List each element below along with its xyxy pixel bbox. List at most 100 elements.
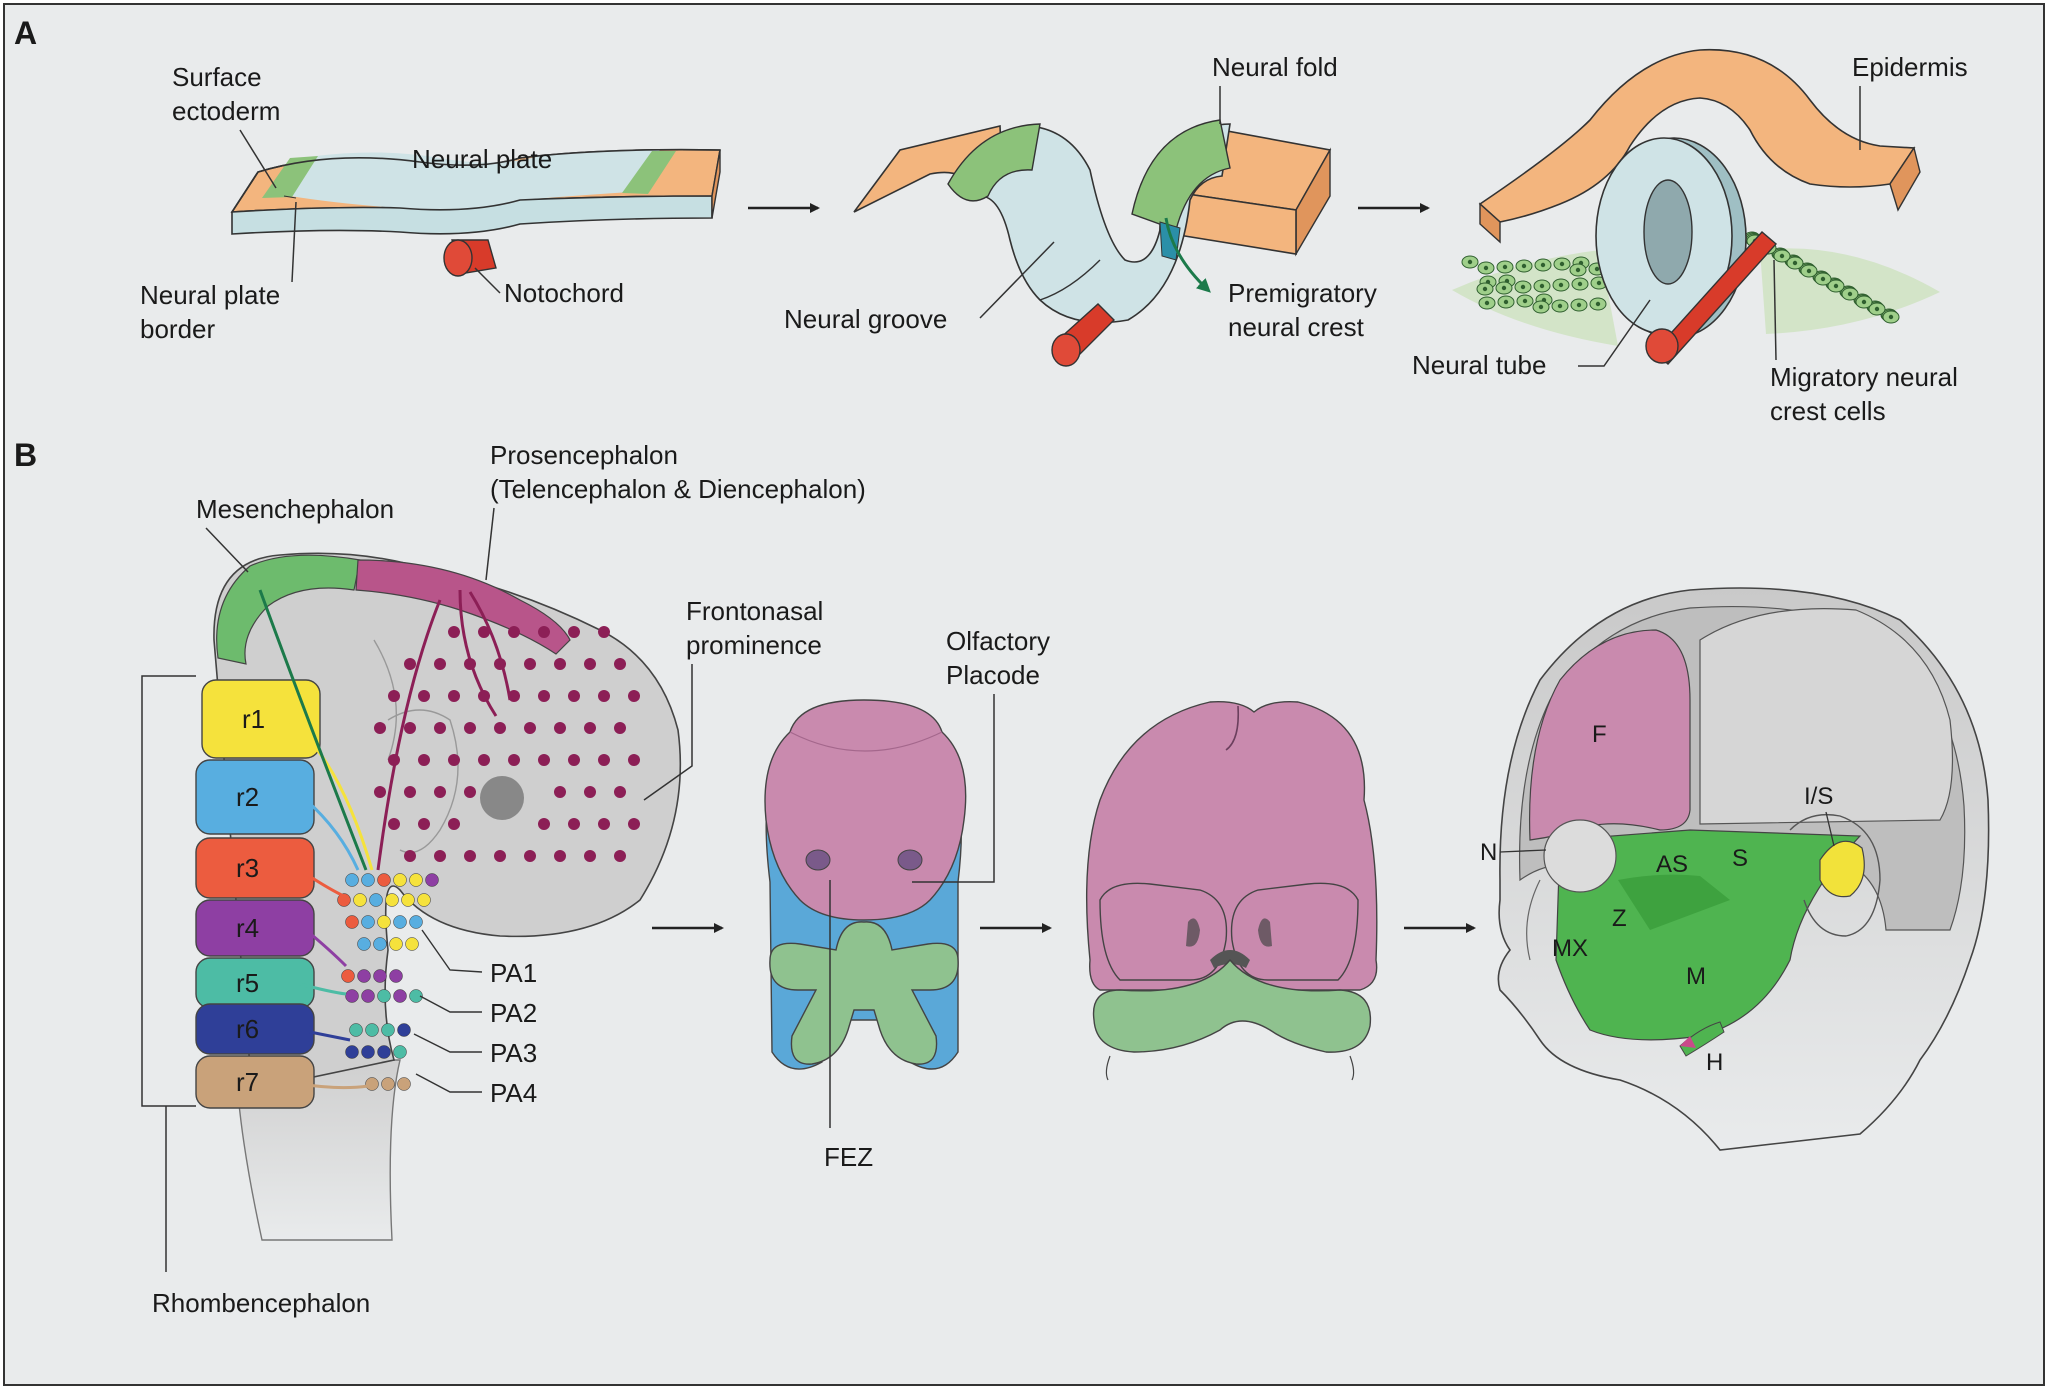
migration-arrows bbox=[258, 589, 512, 1090]
hyoid bbox=[1679, 1021, 1725, 1057]
leader-olfactory bbox=[912, 694, 995, 883]
arch-cell bbox=[405, 937, 419, 951]
prosencephalon-cell bbox=[404, 722, 416, 734]
later-face bbox=[1085, 701, 1378, 1081]
arch-cell bbox=[365, 1077, 379, 1091]
prosencephalon-cell bbox=[448, 754, 460, 766]
prosencephalon-cell bbox=[584, 786, 596, 798]
prosencephalon-cell bbox=[434, 658, 446, 670]
rhombomere-label-r6: r6 bbox=[236, 1014, 259, 1044]
migration-arrow bbox=[258, 589, 368, 871]
migratory-cells-left bbox=[1461, 255, 1608, 314]
arch-cell bbox=[409, 989, 423, 1003]
neural-tube-stage bbox=[1452, 48, 1940, 365]
arch-cell bbox=[401, 893, 415, 907]
arch-cell bbox=[425, 873, 439, 887]
migration-arrow bbox=[458, 589, 498, 717]
label-fez: FEZ bbox=[824, 1142, 873, 1172]
prosencephalon-cell bbox=[584, 850, 596, 862]
prosencephalon-cell bbox=[554, 850, 566, 862]
prosencephalon-cell bbox=[554, 786, 566, 798]
early-face-mandibular bbox=[769, 921, 959, 1065]
prosencephalon-cell bbox=[554, 658, 566, 670]
skull-label-mx: MX bbox=[1552, 935, 1588, 962]
prosencephalon-cell bbox=[628, 754, 640, 766]
skull-label-as: AS bbox=[1656, 851, 1688, 878]
arch-cell bbox=[393, 1045, 407, 1059]
label-neural-plate: Neural plate bbox=[412, 144, 552, 174]
arch-cell bbox=[393, 989, 407, 1003]
skull-label-is: I/S bbox=[1804, 783, 1833, 810]
prosencephalon-cell bbox=[568, 690, 580, 702]
rhombomere-label-r4: r4 bbox=[236, 913, 259, 943]
rhombomere-r4 bbox=[195, 899, 315, 957]
neural-plate-surface bbox=[290, 149, 660, 210]
label-rhombencephalon: Rhombencephalon bbox=[152, 1288, 370, 1318]
leader-surface-ectoderm bbox=[239, 129, 277, 189]
prosencephalon-cell bbox=[584, 722, 596, 734]
prosencephalon-cell bbox=[404, 786, 416, 798]
leader-mesenchephalon bbox=[205, 527, 249, 573]
prosencephalon-cell bbox=[568, 818, 580, 830]
arch-cell bbox=[341, 969, 355, 983]
notochord-a1 bbox=[443, 239, 497, 277]
prosencephalon-cell bbox=[404, 658, 416, 670]
prosencephalon-cell bbox=[478, 754, 490, 766]
prosencephalon-cell bbox=[554, 722, 566, 734]
arch-cell bbox=[393, 915, 407, 929]
arch-cell bbox=[345, 1045, 359, 1059]
label-pa4: PA4 bbox=[490, 1078, 537, 1108]
prosencephalon-cell bbox=[524, 722, 536, 734]
prosencephalon-cell bbox=[598, 818, 610, 830]
arch-labels: PA1 PA2 PA3 PA4 bbox=[413, 929, 537, 1108]
arch-cells bbox=[337, 873, 439, 1091]
prosencephalon-cell bbox=[418, 818, 430, 830]
neural-groove-stage bbox=[853, 119, 1332, 367]
arch-cell bbox=[417, 893, 431, 907]
arch-cell bbox=[381, 1077, 395, 1091]
migration-arrow bbox=[299, 982, 347, 996]
prosencephalon-cell bbox=[614, 850, 626, 862]
neural-groove-tissue bbox=[951, 123, 1231, 324]
notochord-a3 bbox=[1645, 231, 1778, 365]
rhombomere-label-r1: r1 bbox=[242, 704, 265, 734]
label-notochord: Notochord bbox=[504, 278, 624, 308]
prosencephalon-cell bbox=[584, 658, 596, 670]
arch-cell bbox=[409, 873, 423, 887]
arch-cell bbox=[361, 1045, 375, 1059]
label-epidermis: Epidermis bbox=[1852, 52, 1968, 82]
prosencephalon-cell bbox=[614, 722, 626, 734]
prosencephalon-cell bbox=[508, 626, 520, 638]
arch-cell bbox=[349, 1023, 363, 1037]
arch-cell bbox=[373, 969, 387, 983]
arch-cell bbox=[361, 873, 375, 887]
skull-lateral bbox=[1497, 587, 1990, 1151]
label-neural-plate-border-1: Neural plate bbox=[140, 280, 280, 310]
rhombomere-label-r5: r5 bbox=[236, 968, 259, 998]
prosencephalon-cell bbox=[464, 786, 476, 798]
leader-migratory bbox=[1773, 259, 1777, 361]
embryo-eye bbox=[480, 776, 524, 820]
prosencephalon-cell bbox=[568, 626, 580, 638]
label-neural-fold: Neural fold bbox=[1212, 52, 1338, 82]
skull-label-f: F bbox=[1592, 721, 1607, 748]
prosencephalon-cell bbox=[524, 658, 536, 670]
prosencephalon-cell bbox=[418, 690, 430, 702]
early-face bbox=[764, 699, 967, 1070]
arch-cell bbox=[397, 1077, 411, 1091]
prosencephalon-cell bbox=[434, 722, 446, 734]
skull-label-s: S bbox=[1732, 845, 1748, 872]
arch-cell bbox=[361, 915, 375, 929]
arch-cell bbox=[353, 893, 367, 907]
leader-frontonasal bbox=[643, 664, 693, 801]
arch-cell bbox=[373, 937, 387, 951]
label-premigratory-1: Premigratory bbox=[1228, 278, 1377, 308]
arch-cell bbox=[361, 989, 375, 1003]
prosencephalon-cell bbox=[374, 786, 386, 798]
prosencephalon-cell bbox=[598, 626, 610, 638]
arch-cell bbox=[381, 1023, 395, 1037]
prosencephalon-cell bbox=[598, 690, 610, 702]
skull-label-m: M bbox=[1686, 963, 1706, 990]
label-pa1: PA1 bbox=[490, 958, 537, 988]
